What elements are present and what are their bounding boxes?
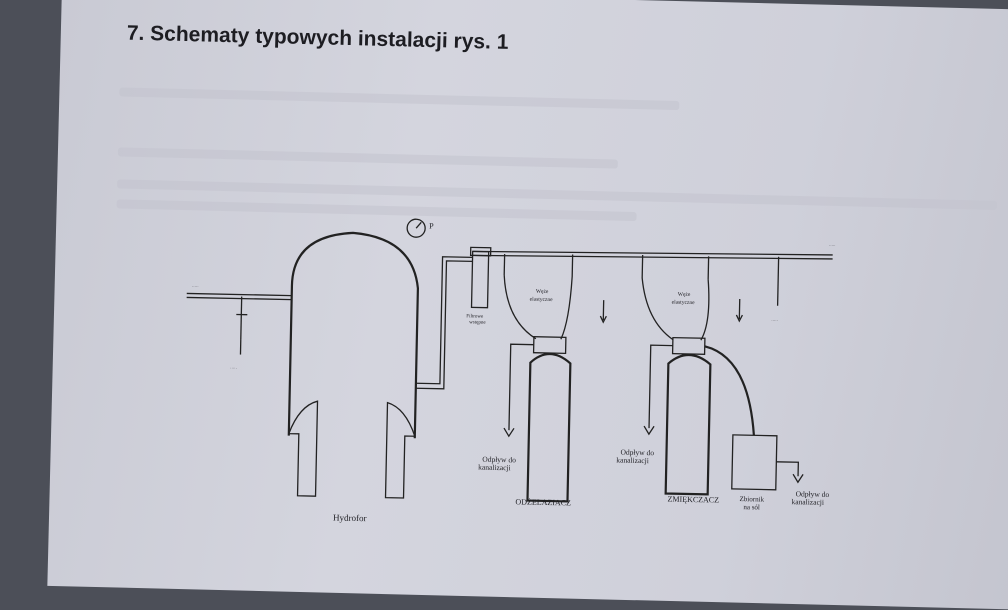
hoses-label-1a: Węże [536,289,549,295]
drain-label-1b: kanalizacji [478,463,511,473]
flex-hose-in-2 [641,278,674,340]
flex-hose-in-1 [503,275,537,339]
drain-label-2b: kanalizacji [616,455,649,465]
svg-text:·····: ····· [771,318,778,323]
iron-filter-label: ODŻELAZIACZ [515,497,571,507]
prefilter-housing [472,251,489,307]
prefilter-label-1: Filtrowe [466,314,484,319]
hoses-label-2b: elastyczne [672,300,696,306]
iron-filter-tank [527,354,570,502]
flex-hose-out-1 [561,276,572,339]
sample-tap-pipe [241,297,242,340]
hydrofor-leg-left [288,401,318,497]
prefilter-label-2: wstępne [469,320,486,325]
flow-arrow-icon [736,299,742,321]
installation-schematic: ····· ····· Hydrofor P ····· Filtrowe ws… [0,0,1008,567]
flow-arrow-icon [600,300,606,322]
salt-tank [732,435,777,490]
salt-tank-label-2: na sól [743,503,760,511]
hydrofor-label: Hydrofor [333,513,367,524]
softener-label: ZMIĘKCZACZ [667,495,719,505]
softener-tank [666,355,711,495]
inlet-tiny-label: ····· [192,284,199,289]
svg-text:·····: ····· [829,243,836,248]
pressure-gauge-label: P [429,221,434,230]
flex-hose-out-2 [701,279,709,340]
hoses-label-2a: Węże [678,292,691,298]
svg-text:·····: ····· [230,365,237,370]
hydrofor-tank [289,232,419,439]
sample-tap-pipe [778,257,779,306]
hoses-label-1b: elastyczne [530,297,554,303]
hydrofor-leg-right [386,403,416,499]
drain-label-3b: kanalizacji [791,497,824,507]
drain-pipe-2 [649,345,673,428]
softener-control-head [673,338,705,355]
drain-pipe-3 [776,462,798,476]
inlet-pipe [187,293,292,295]
